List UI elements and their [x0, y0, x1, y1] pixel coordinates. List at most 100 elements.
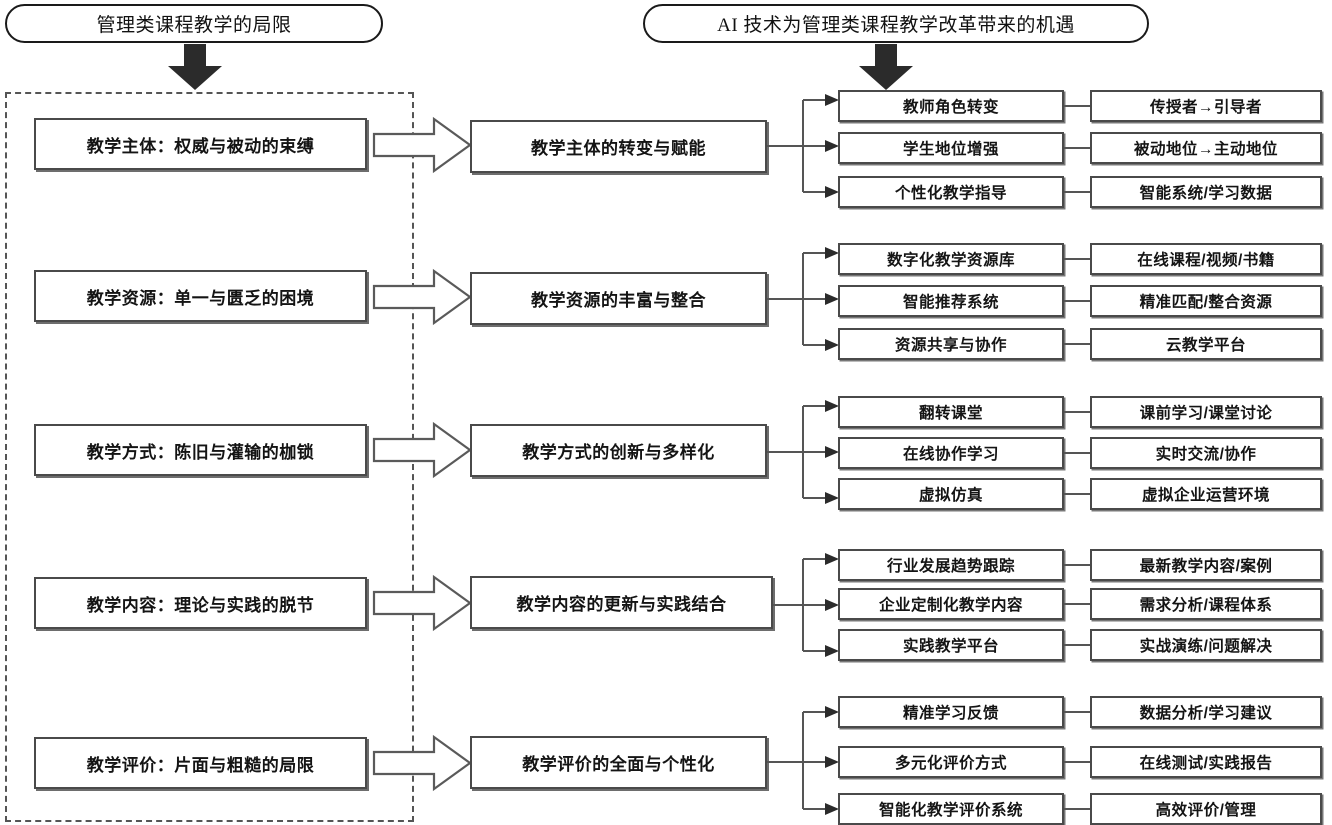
- detail-label-3-1: 课前学习/课堂讨论: [1139, 405, 1273, 422]
- detail-box-1-2[interactable]: 被动地位→主动地位: [1090, 132, 1322, 164]
- link-line-1-1: [1064, 105, 1090, 107]
- problem-label-2: 教学资源：单一与匮乏的困境: [86, 288, 315, 308]
- measure-label-3-2: 在线协作学习: [902, 446, 999, 463]
- detail-label-5-2: 在线测试/实践报告: [1139, 755, 1273, 772]
- opportunity-box-2[interactable]: 教学资源的丰富与整合: [470, 272, 767, 325]
- measure-box-2-2[interactable]: 智能推荐系统: [838, 285, 1064, 317]
- branch-connector-2: [767, 239, 842, 365]
- measure-label-1-2: 学生地位增强: [902, 141, 999, 158]
- detail-box-4-1[interactable]: 最新教学内容/案例: [1090, 549, 1322, 581]
- link-line-5-2: [1064, 761, 1090, 763]
- measure-box-2-3[interactable]: 资源共享与协作: [838, 328, 1064, 360]
- link-line-3-2: [1064, 452, 1090, 454]
- measure-box-4-3[interactable]: 实践教学平台: [838, 629, 1064, 661]
- link-line-2-2: [1064, 300, 1090, 302]
- measure-box-5-1[interactable]: 精准学习反馈: [838, 696, 1064, 728]
- measure-label-3-3: 虚拟仿真: [918, 487, 983, 504]
- transform-arrow-icon-3: [372, 421, 472, 479]
- transform-arrow-icon-5: [372, 734, 472, 792]
- detail-label-4-3: 实战演练/问题解决: [1139, 638, 1273, 655]
- detail-label-1-1: 传授者→引导者: [1149, 99, 1262, 116]
- down-arrow-icon-left: [160, 44, 230, 90]
- link-line-2-1: [1064, 258, 1090, 260]
- branch-connector-5: [767, 698, 842, 824]
- detail-box-2-3[interactable]: 云教学平台: [1090, 328, 1322, 360]
- opportunity-box-5[interactable]: 教学评价的全面与个性化: [470, 736, 767, 789]
- measure-label-5-1: 精准学习反馈: [902, 705, 999, 722]
- measure-label-4-1: 行业发展趋势跟踪: [886, 558, 1015, 575]
- opportunity-box-3[interactable]: 教学方式的创新与多样化: [470, 424, 767, 477]
- left-header-pill: 管理类课程教学的局限: [5, 4, 383, 43]
- detail-label-2-2: 精准匹配/整合资源: [1139, 294, 1273, 311]
- detail-box-3-2[interactable]: 实时交流/协作: [1090, 437, 1322, 469]
- detail-label-4-1: 最新教学内容/案例: [1139, 558, 1273, 575]
- measure-box-4-2[interactable]: 企业定制化教学内容: [838, 588, 1064, 620]
- measure-label-5-3: 智能化教学评价系统: [878, 802, 1023, 819]
- right-header-label: AI 技术为管理类课程教学改革带来的机遇: [717, 15, 1075, 36]
- detail-box-4-2[interactable]: 需求分析/课程体系: [1090, 588, 1322, 620]
- down-arrow-icon-right: [851, 44, 921, 90]
- opportunity-label-2: 教学资源的丰富与整合: [531, 291, 706, 310]
- measure-label-1-3: 个性化教学指导: [894, 185, 1007, 202]
- transform-arrow-icon-1: [372, 116, 472, 174]
- detail-box-3-1[interactable]: 课前学习/课堂讨论: [1090, 396, 1322, 428]
- detail-box-5-2[interactable]: 在线测试/实践报告: [1090, 746, 1322, 778]
- measure-label-3-1: 翻转课堂: [918, 405, 983, 422]
- left-header-label: 管理类课程教学的局限: [96, 15, 292, 36]
- detail-label-3-2: 实时交流/协作: [1155, 446, 1257, 463]
- detail-label-3-3: 虚拟企业运营环境: [1141, 487, 1270, 504]
- problem-box-1[interactable]: 教学主体：权威与被动的束缚: [34, 118, 367, 170]
- detail-box-2-1[interactable]: 在线课程/视频/书籍: [1090, 243, 1322, 275]
- measure-box-3-3[interactable]: 虚拟仿真: [838, 478, 1064, 510]
- detail-label-2-3: 云教学平台: [1165, 337, 1246, 354]
- measure-box-1-2[interactable]: 学生地位增强: [838, 132, 1064, 164]
- opportunity-box-1[interactable]: 教学主体的转变与赋能: [470, 120, 767, 173]
- measure-box-3-2[interactable]: 在线协作学习: [838, 437, 1064, 469]
- measure-label-5-2: 多元化评价方式: [894, 755, 1007, 772]
- opportunity-label-3: 教学方式的创新与多样化: [522, 443, 715, 462]
- detail-box-1-1[interactable]: 传授者→引导者: [1090, 90, 1322, 122]
- link-line-1-2: [1064, 147, 1090, 149]
- branch-connector-4: [773, 545, 842, 671]
- branch-connector-1: [767, 86, 842, 212]
- measure-box-1-3[interactable]: 个性化教学指导: [838, 176, 1064, 208]
- detail-box-3-3[interactable]: 虚拟企业运营环境: [1090, 478, 1322, 510]
- link-line-5-3: [1064, 808, 1090, 810]
- detail-box-1-3[interactable]: 智能系统/学习数据: [1090, 176, 1322, 208]
- problem-box-3[interactable]: 教学方式：陈旧与灌输的枷锁: [34, 424, 367, 476]
- detail-box-5-1[interactable]: 数据分析/学习建议: [1090, 696, 1322, 728]
- link-line-4-3: [1064, 644, 1090, 646]
- opportunity-label-5: 教学评价的全面与个性化: [522, 755, 715, 774]
- problem-box-5[interactable]: 教学评价：片面与粗糙的局限: [34, 737, 367, 789]
- link-line-3-1: [1064, 411, 1090, 413]
- measure-box-5-3[interactable]: 智能化教学评价系统: [838, 793, 1064, 825]
- opportunity-label-4: 教学内容的更新与实践结合: [516, 595, 727, 614]
- measure-box-3-1[interactable]: 翻转课堂: [838, 396, 1064, 428]
- detail-label-4-2: 需求分析/课程体系: [1139, 597, 1273, 614]
- detail-box-4-3[interactable]: 实战演练/问题解决: [1090, 629, 1322, 661]
- detail-box-5-3[interactable]: 高效评价/管理: [1090, 793, 1322, 825]
- problem-box-2[interactable]: 教学资源：单一与匮乏的困境: [34, 270, 367, 322]
- problem-label-3: 教学方式：陈旧与灌输的枷锁: [86, 442, 315, 462]
- link-line-4-2: [1064, 603, 1090, 605]
- measure-label-1-1: 教师角色转变: [902, 99, 999, 116]
- transform-arrow-icon-4: [372, 574, 472, 632]
- measure-box-2-1[interactable]: 数字化教学资源库: [838, 243, 1064, 275]
- transform-arrow-icon-2: [372, 268, 472, 326]
- measure-box-4-1[interactable]: 行业发展趋势跟踪: [838, 549, 1064, 581]
- link-line-3-3: [1064, 493, 1090, 495]
- detail-label-5-1: 数据分析/学习建议: [1139, 705, 1273, 722]
- detail-label-2-1: 在线课程/视频/书籍: [1137, 252, 1275, 269]
- link-line-1-3: [1064, 191, 1090, 193]
- problem-box-4[interactable]: 教学内容：理论与实践的脱节: [34, 577, 367, 629]
- measure-box-5-2[interactable]: 多元化评价方式: [838, 746, 1064, 778]
- measure-label-2-1: 数字化教学资源库: [886, 252, 1015, 269]
- detail-box-2-2[interactable]: 精准匹配/整合资源: [1090, 285, 1322, 317]
- measure-label-4-2: 企业定制化教学内容: [878, 597, 1023, 614]
- measure-box-1-1[interactable]: 教师角色转变: [838, 90, 1064, 122]
- detail-label-1-3: 智能系统/学习数据: [1139, 185, 1273, 202]
- problem-label-1: 教学主体：权威与被动的束缚: [86, 136, 315, 156]
- opportunity-box-4[interactable]: 教学内容的更新与实践结合: [470, 576, 773, 629]
- link-line-5-1: [1064, 711, 1090, 713]
